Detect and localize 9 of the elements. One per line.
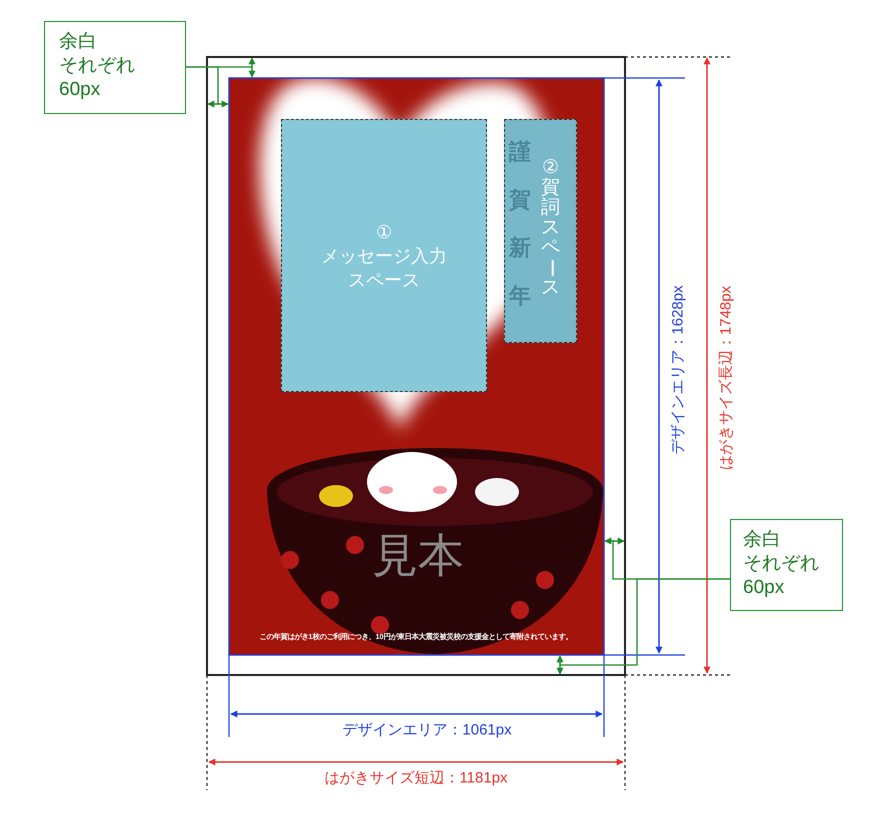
callout-box: 余白それぞれ60px xyxy=(730,519,843,611)
callout-box: 余白それぞれ60px xyxy=(44,21,186,114)
leader-line xyxy=(186,66,219,104)
dimension-label: デザインエリア：1061px xyxy=(342,720,512,740)
message-space-box: ① メッセージ入力スペース xyxy=(281,119,487,392)
leader-line xyxy=(560,578,730,666)
sample-watermark: 見本 xyxy=(372,528,464,583)
dimension-label: はがきサイズ短辺：1181px xyxy=(324,768,508,788)
dimension-label: デザインエリア：1628px xyxy=(668,283,688,457)
